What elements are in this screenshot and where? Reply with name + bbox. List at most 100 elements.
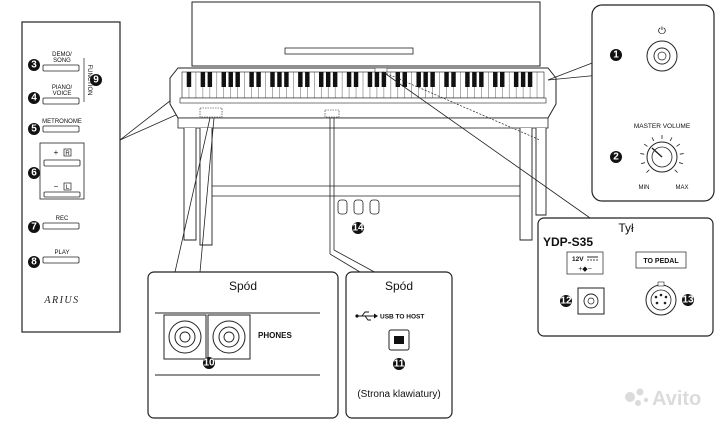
function-side-text: FUNCTION	[86, 65, 92, 96]
callout-9	[90, 74, 102, 86]
metronome-button[interactable]	[42, 125, 80, 133]
avito-logo-dot-2	[636, 388, 644, 396]
volume-tick	[679, 153, 684, 155]
black-key	[277, 72, 282, 87]
bottom-phones-panel: Spód PHONES 10	[147, 271, 339, 419]
phones-label: PHONES	[258, 331, 292, 340]
black-key	[381, 72, 387, 87]
volume-tick	[643, 143, 648, 147]
callout-11	[393, 358, 405, 370]
l-key-label: L	[66, 185, 70, 191]
black-key	[256, 72, 261, 87]
dc-in-jack-pin	[587, 297, 595, 305]
callout-8-label: 8	[31, 257, 37, 268]
usb-location-marker	[324, 109, 340, 118]
avito-watermark-text: Avito	[652, 388, 701, 410]
master-volume-pointer	[651, 147, 663, 158]
black-key	[402, 72, 407, 87]
callout-5	[28, 123, 40, 135]
left-callout-line-1	[119, 96, 176, 141]
rear-header: Tył	[618, 221, 634, 235]
avito-logo-dot-4	[643, 397, 649, 403]
rear-callout-line	[382, 71, 601, 226]
play-button[interactable]	[42, 256, 80, 264]
plus-r-button[interactable]	[43, 159, 81, 167]
black-key	[298, 72, 303, 87]
black-key	[423, 72, 428, 87]
black-key	[346, 72, 352, 87]
left-control-panel: 3 DEMO/ SONG 4 PIANO/ VOICE FUNCTION 9 5…	[21, 21, 197, 333]
usb-to-host-label: USB TO HOST	[380, 314, 424, 321]
black-key	[235, 72, 240, 87]
black-key	[221, 72, 226, 87]
callout-11-label: 11	[394, 359, 405, 370]
to-pedal-pin-3	[664, 295, 668, 299]
callout-3	[28, 59, 40, 71]
callout-9-label: 9	[93, 75, 99, 86]
callout-4	[28, 92, 40, 104]
metronome-label: METRONOME	[42, 119, 82, 125]
dc-in-label-box	[566, 251, 604, 275]
rear-dashed-line	[382, 71, 541, 141]
rec-label: REC	[56, 216, 69, 222]
l-key-box	[63, 182, 72, 191]
to-pedal-label: TO PEDAL	[643, 258, 679, 265]
play-label: PLAY	[55, 250, 70, 256]
r-key-box	[63, 148, 72, 157]
demo-song-button[interactable]	[42, 64, 80, 72]
callout-4-label: 4	[31, 93, 37, 104]
black-key	[520, 72, 526, 87]
black-key	[513, 72, 519, 87]
black-key	[249, 72, 254, 87]
callout-2-label: 2	[613, 152, 619, 163]
black-key	[465, 72, 470, 87]
bottom-usb-panel: Spód USB TO HOST 11 (Strona klawiatury)	[345, 271, 453, 419]
avito-watermark: Avito	[625, 388, 701, 410]
piano-voice-label-2: VOICE	[53, 91, 72, 97]
usb-panel-header: Spód	[385, 279, 413, 293]
demo-song-label-2: SONG	[53, 58, 71, 64]
callout-14-label: 14	[352, 223, 364, 234]
callout-10-label: 10	[203, 358, 215, 369]
callout-12-label: 12	[560, 296, 572, 307]
rec-button[interactable]	[42, 222, 80, 230]
to-pedal-pin-5	[663, 301, 667, 305]
right-callout-line-2	[547, 74, 601, 81]
right-control-panel: 1 ⏻ MASTER VOLUME 2 MIN MAX	[591, 4, 715, 202]
volume-tick	[669, 137, 673, 142]
to-pedal-label-box	[635, 251, 687, 269]
black-key	[284, 72, 289, 87]
dc-polarity-symbol: +◆−	[578, 266, 592, 273]
phones-callout-line-2	[199, 117, 215, 273]
left-leg	[183, 128, 197, 241]
pedal-right	[369, 199, 380, 215]
minus-label: −	[54, 182, 59, 191]
part-group-frame	[39, 142, 85, 200]
callout-7	[28, 221, 40, 233]
minus-l-button[interactable]	[43, 191, 81, 198]
usb-callout-line-4	[333, 249, 381, 276]
black-key	[200, 72, 206, 87]
volume-tick	[651, 137, 655, 142]
black-key	[500, 72, 505, 87]
right-leg-inner	[535, 128, 547, 216]
music-rest	[284, 47, 414, 55]
rear-panel: Tył YDP-S35 12V +◆− 12 TO PEDAL 13	[537, 217, 714, 337]
volume-tick	[640, 162, 646, 165]
piano-voice-button[interactable]	[42, 97, 80, 105]
black-key	[186, 72, 192, 87]
phones-panel-header: Spód	[229, 279, 257, 293]
volume-max-label: MAX	[675, 185, 688, 191]
volume-scale-ticks	[640, 135, 684, 173]
callout-3-label: 3	[31, 60, 37, 71]
piano-top-board	[191, 1, 541, 67]
power-icon: ⏻	[658, 26, 666, 37]
master-volume-label: MASTER VOLUME	[634, 123, 691, 130]
callout-8	[28, 256, 40, 268]
black-key	[527, 72, 533, 87]
piano-apron	[177, 117, 549, 129]
black-key	[228, 72, 233, 87]
volume-tick	[646, 169, 650, 173]
control-strip	[374, 67, 388, 73]
black-key	[444, 72, 449, 87]
